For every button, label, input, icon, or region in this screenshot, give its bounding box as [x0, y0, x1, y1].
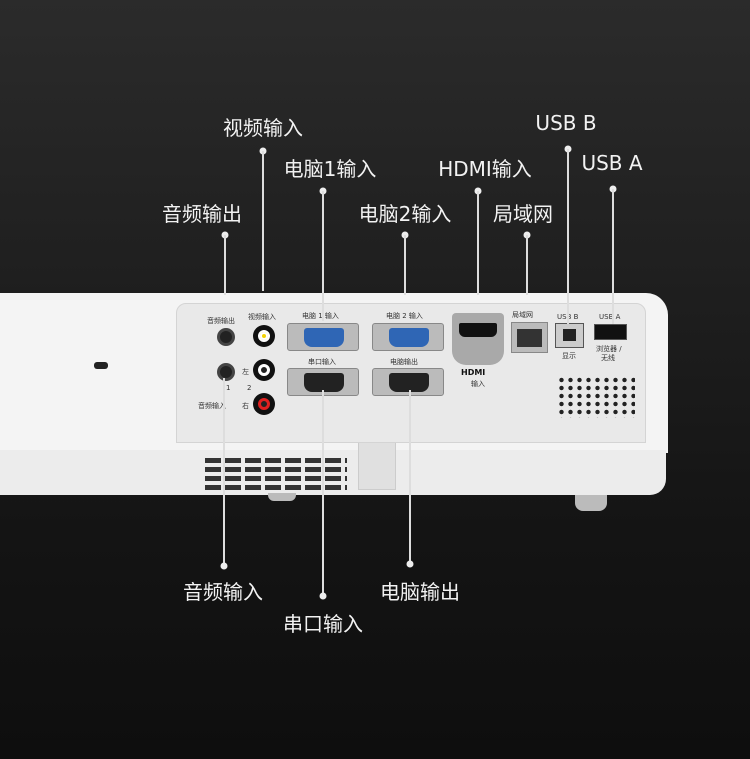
callout-line	[224, 235, 226, 295]
security-slot	[94, 362, 108, 369]
usb-b-port[interactable]	[555, 323, 584, 348]
callout-dot	[220, 562, 228, 570]
audio-out-jack[interactable]	[217, 328, 235, 346]
callout-line	[404, 235, 406, 295]
callout-pc-out: 电脑输出	[380, 580, 460, 604]
callout-line	[612, 189, 614, 324]
label-2: 2	[247, 384, 252, 392]
rca-audio-left[interactable]	[253, 359, 275, 381]
callout-usb-a: USB A	[581, 151, 643, 175]
audio-in-jack-1[interactable]	[217, 363, 235, 381]
callout-audio-in: 音频输入	[183, 580, 263, 604]
callout-line	[526, 235, 528, 295]
label-video-in: 视频输入	[248, 313, 276, 321]
label-usb-a-sub2: 无线	[601, 354, 615, 362]
callout-pc2-in: 电脑2输入	[358, 202, 452, 226]
usb-a-port[interactable]	[594, 324, 627, 340]
callout-line	[409, 390, 411, 564]
label-serial: 串口输入	[308, 358, 336, 366]
label-lan: 局域网	[512, 311, 533, 319]
label-audio-out: 音频输出	[207, 317, 235, 325]
callout-pc1-in: 电脑1输入	[283, 157, 377, 181]
callout-hdmi-in: HDMI输入	[438, 157, 532, 181]
callout-audio-out: 音频输出	[162, 202, 242, 226]
label-1: 1	[226, 384, 231, 392]
callout-dot	[319, 592, 327, 600]
callout-line	[223, 378, 225, 566]
pc1-in-port[interactable]	[287, 323, 359, 351]
label-pc-out: 电脑输出	[390, 358, 418, 366]
label-hdmi-sub: 输入	[471, 380, 485, 388]
hdmi-logo: HDMI	[461, 368, 486, 377]
foot	[268, 493, 296, 501]
callout-line	[477, 191, 479, 295]
callout-video-in: 视频输入	[223, 116, 303, 140]
label-pc2: 电脑 2 输入	[386, 312, 423, 320]
callout-line	[567, 149, 569, 324]
callout-lan: 局域网	[493, 202, 553, 226]
callout-line	[322, 390, 324, 596]
label-right: 右	[242, 402, 249, 410]
callout-serial-in: 串口输入	[283, 612, 363, 636]
label-usb-b-sub: 显示	[562, 352, 576, 360]
foot-housing	[358, 435, 396, 490]
callout-line	[322, 191, 324, 321]
label-usb-a: USB A	[599, 313, 621, 321]
label-usb-a-sub1: 浏览器 /	[596, 345, 622, 353]
callout-usb-b: USB B	[535, 111, 597, 135]
label-audio-in: 音频输入	[198, 402, 226, 410]
rca-video[interactable]	[253, 325, 275, 347]
pc-out-port[interactable]	[372, 368, 444, 396]
vent	[205, 458, 347, 494]
pc2-in-port[interactable]	[372, 323, 444, 351]
label-pc1: 电脑 1 输入	[302, 312, 339, 320]
hdmi-plate	[452, 313, 504, 365]
foot	[575, 495, 607, 511]
hdmi-port[interactable]	[459, 323, 497, 337]
callout-line	[262, 151, 264, 291]
lan-port[interactable]	[511, 322, 548, 353]
callout-dot	[406, 560, 414, 568]
speaker-grill	[557, 376, 635, 418]
label-left: 左	[242, 368, 249, 376]
rca-audio-right[interactable]	[253, 393, 275, 415]
